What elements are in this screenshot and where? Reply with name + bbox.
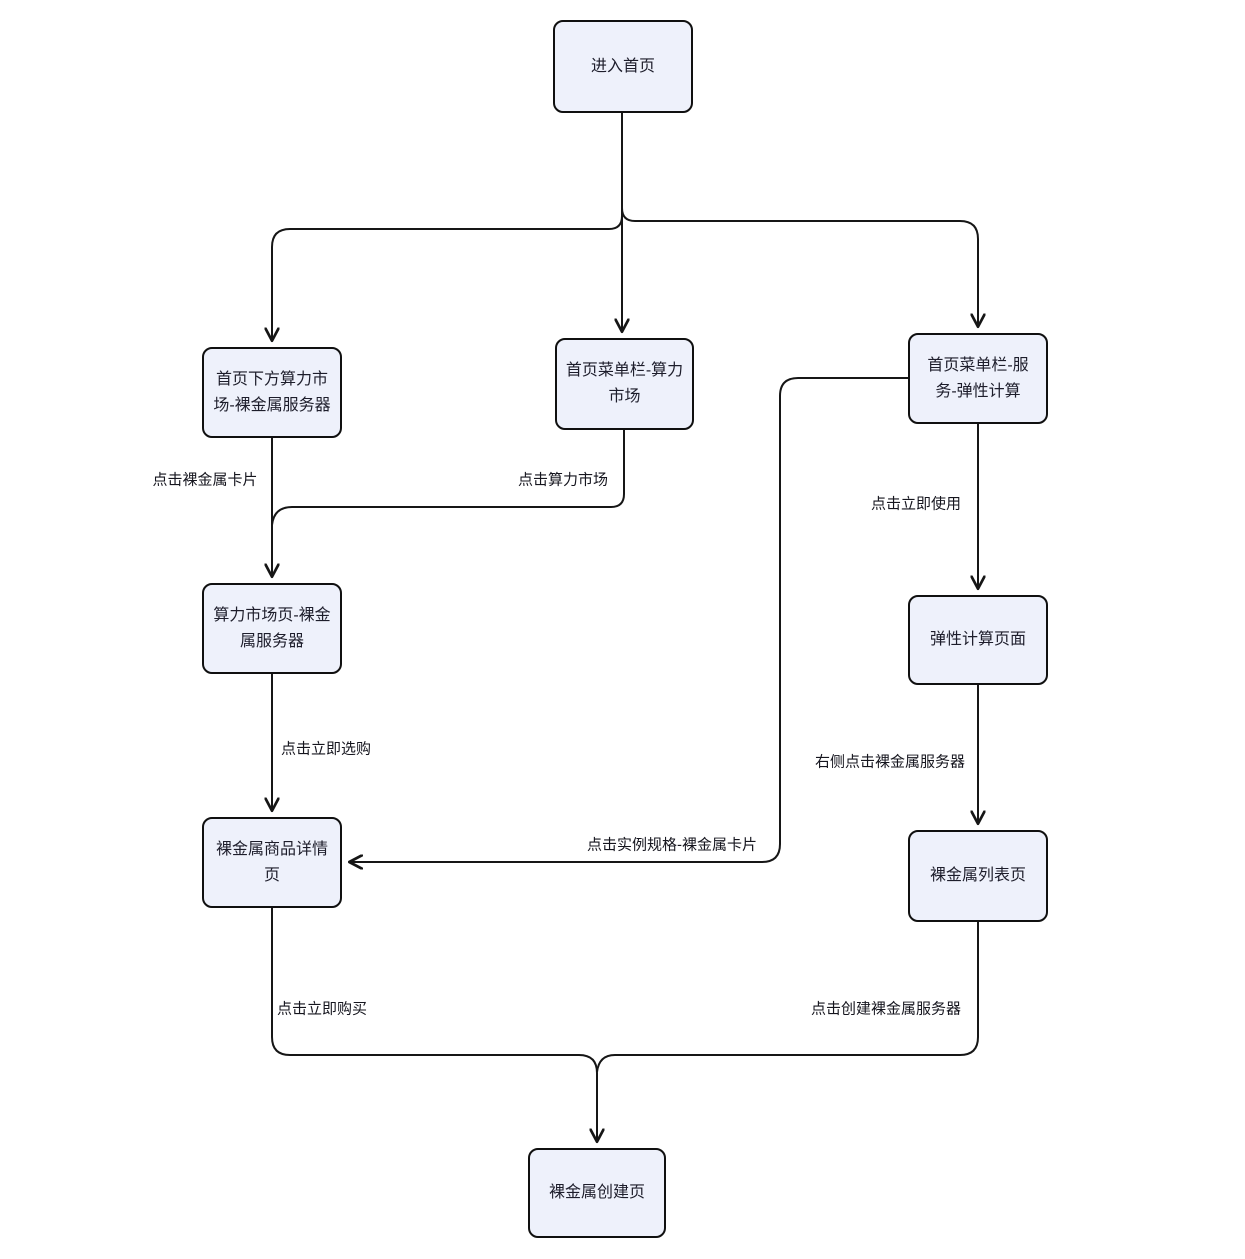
edge-home-to-menu-elastic [621,113,978,326]
node-elastic-page: 弹性计算页面 [908,595,1048,685]
node-detail-page: 裸金属商品详情页 [202,817,342,908]
node-home-market-card: 首页下方算力市场-裸金属服务器 [202,347,342,438]
edge-menu-market-to-market-page [271,430,625,526]
edge-label-click-bare-metal-card: 点击裸金属卡片 [150,468,260,490]
edge-home-to-home-market-card [272,113,623,340]
edge-label-click-use-now: 点击立即使用 [868,492,964,514]
edge-detail-page-to-create-page [271,908,597,1141]
edge-label-click-buy-immediately: 点击立即选购 [278,737,374,759]
edge-label-click-instance-spec-bare-metal-card: 点击实例规格-裸金属卡片 [585,833,759,855]
node-home: 进入首页 [553,20,693,113]
node-market-page: 算力市场页-裸金属服务器 [202,583,342,674]
edge-label-click-computing-market: 点击算力市场 [515,468,611,490]
edge-list-page-to-create-page [596,922,979,1073]
edge-label-right-click-bare-metal-server: 右侧点击裸金属服务器 [812,750,968,772]
node-list-page: 裸金属列表页 [908,830,1048,922]
edge-label-click-buy-now: 点击立即购买 [274,997,370,1019]
edge-menu-elastic-to-detail-page [350,377,908,862]
node-create-page: 裸金属创建页 [528,1148,666,1238]
edge-label-click-create-bare-metal-server: 点击创建裸金属服务器 [808,997,964,1019]
node-menu-market: 首页菜单栏-算力市场 [555,338,694,430]
node-menu-elastic: 首页菜单栏-服务-弹性计算 [908,333,1048,424]
